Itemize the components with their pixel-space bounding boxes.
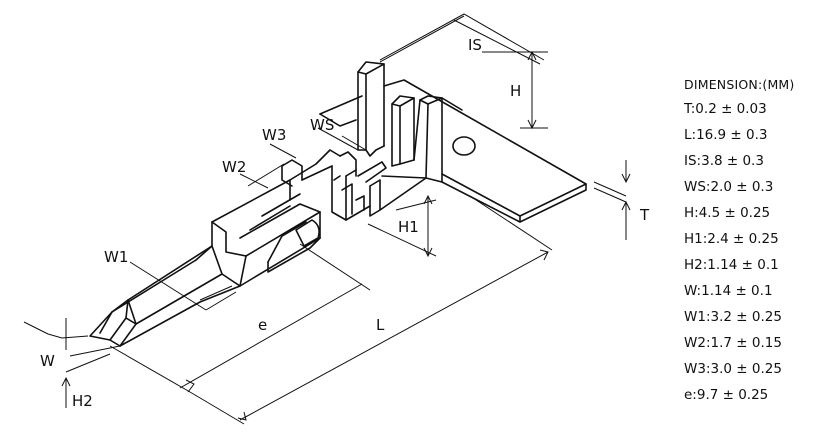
label-t: T <box>639 206 650 224</box>
label-ws: WS <box>310 116 334 134</box>
label-w2: W2 <box>222 158 246 176</box>
dimension-labels: IS H WS W3 W2 H1 T W1 e L W H2 <box>40 36 650 410</box>
label-w: W <box>40 352 55 370</box>
spec-row-e: e:9.7 ± 0.25 <box>684 387 769 403</box>
spec-row-t: T:0.2 ± 0.03 <box>684 101 767 117</box>
spec-row-h2: H2:1.14 ± 0.1 <box>684 257 779 273</box>
spec-row-w3: W3:3.0 ± 0.25 <box>684 361 782 377</box>
label-h1: H1 <box>398 218 419 236</box>
spec-row-l: L:16.9 ± 0.3 <box>684 127 768 143</box>
label-h2: H2 <box>72 392 93 410</box>
spec-row-w1: W1:3.2 ± 0.25 <box>684 309 782 325</box>
terminal-outline <box>89 61 587 347</box>
spec-row-h1: H1:2.4 ± 0.25 <box>684 231 779 247</box>
label-e: e <box>258 316 267 334</box>
label-w3: W3 <box>262 126 286 144</box>
spec-row-h: H:4.5 ± 0.25 <box>684 205 771 221</box>
dimension-table-title: DIMENSION:(MM) <box>684 77 795 92</box>
label-w1: W1 <box>104 248 128 266</box>
spec-row-w: W:1.14 ± 0.1 <box>684 283 773 299</box>
dimension-lines <box>23 13 631 425</box>
spec-row-w2: W2:1.7 ± 0.15 <box>684 335 782 351</box>
spec-row-is: IS:3.8 ± 0.3 <box>684 153 764 169</box>
label-is: IS <box>468 36 482 54</box>
label-h: H <box>510 82 521 100</box>
dimension-table: DIMENSION:(MM) T:0.2 ± 0.03 L:16.9 ± 0.3… <box>684 74 830 408</box>
label-l: L <box>376 316 385 334</box>
spec-row-ws: WS:2.0 ± 0.3 <box>684 179 774 195</box>
